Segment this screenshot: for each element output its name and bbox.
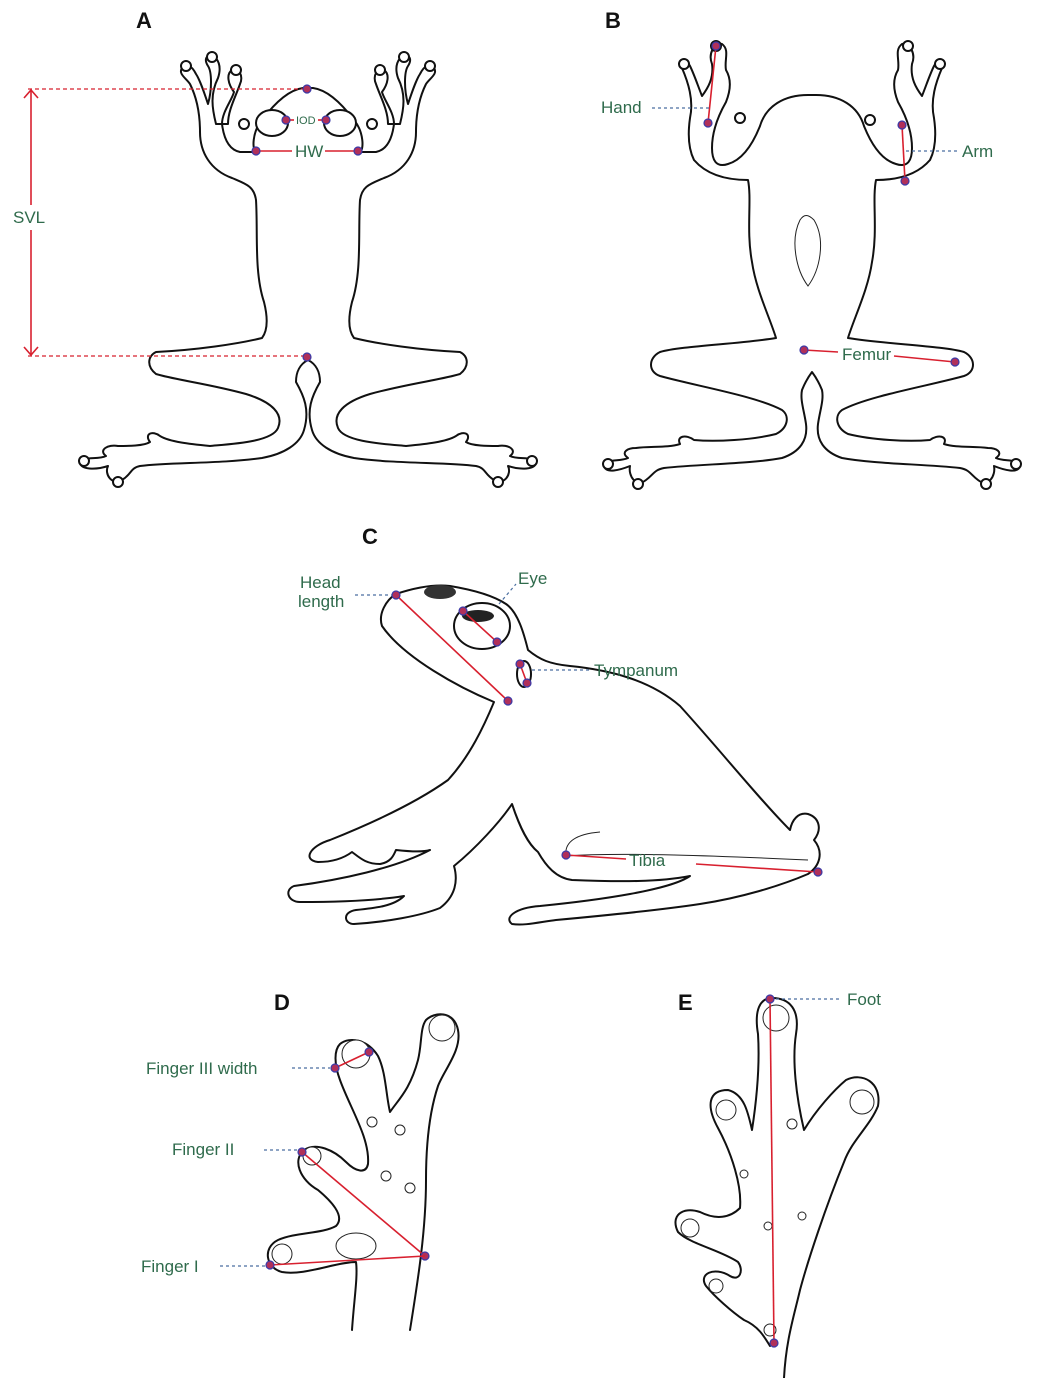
toe-pad-b6 (865, 115, 875, 125)
arm-label: Arm (962, 142, 993, 161)
foot-outline-e (675, 998, 878, 1378)
landmark-femur-start (800, 346, 808, 354)
panel-e-letter: E (678, 990, 693, 1015)
panel-b: B Hand Arm Femur (601, 8, 1021, 489)
hw-label: HW (295, 142, 323, 161)
toe-pad-a7 (375, 65, 385, 75)
landmark-foot-tip (766, 995, 774, 1003)
landmark-tibia-start (562, 851, 570, 859)
toe-pad-a6 (399, 52, 409, 62)
toe-pad-b10 (981, 479, 991, 489)
finger-iii-width-label: Finger III width (146, 1059, 258, 1078)
panel-c: C Head length Eye Tympanum Tibia (288, 524, 822, 925)
toe-pad-a5 (425, 61, 435, 71)
tubercle-e1 (787, 1119, 797, 1129)
landmark-arm-bottom (901, 177, 909, 185)
foot-label: Foot (847, 990, 881, 1009)
iod-label: IOD (296, 115, 316, 127)
tubercle-e3 (740, 1170, 748, 1178)
toe-pad-b8 (633, 479, 643, 489)
tubercle-e4 (764, 1222, 772, 1230)
landmark-foot-heel (770, 1339, 778, 1347)
toe-pad-a1 (181, 61, 191, 71)
tubercle-d3 (381, 1171, 391, 1181)
landmark-finger-ii-tip (298, 1148, 306, 1156)
toe-pad-a10 (113, 477, 123, 487)
tubercle-d1 (367, 1117, 377, 1127)
landmark-eye-back (493, 638, 501, 646)
toe-pad-b9 (1011, 459, 1021, 469)
panel-b-letter: B (605, 8, 621, 33)
panel-d-letter: D (274, 990, 290, 1015)
toe-pad-a4 (239, 119, 249, 129)
landmark-iod-right (322, 116, 330, 124)
finger-i-label: Finger I (141, 1257, 199, 1276)
femur-label: Femur (842, 345, 891, 364)
svl-label: SVL (13, 208, 45, 227)
landmark-hand-base (704, 119, 712, 127)
landmark-hw-right (354, 147, 362, 155)
landmark-head-jaw (504, 697, 512, 705)
toe-pad-a9 (79, 456, 89, 466)
palm-tubercle-d (336, 1233, 376, 1259)
head-length-label-line1: Head (300, 573, 341, 592)
toe-pad-a11 (527, 456, 537, 466)
landmark-iod-left (282, 116, 290, 124)
eye-label: Eye (518, 569, 547, 588)
tubercle-e2 (798, 1212, 806, 1220)
panel-a-letter: A (136, 8, 152, 33)
landmark-finger-iii-left (331, 1064, 339, 1072)
tibia-label: Tibia (629, 851, 666, 870)
toe-pad-a3 (231, 65, 241, 75)
tubercle-d2 (395, 1125, 405, 1135)
toe-pad-e3 (716, 1100, 736, 1120)
frog-lateral-outline-c (288, 585, 819, 924)
landmark-hw-left (252, 147, 260, 155)
landmark-vent-a (303, 353, 311, 361)
finger-pad-d4 (272, 1244, 292, 1264)
head-length-label-line2: length (298, 592, 344, 611)
tubercle-d4 (405, 1183, 415, 1193)
landmark-finger-iii-right (365, 1048, 373, 1056)
landmark-eye-front (459, 607, 467, 615)
toe-pad-b1 (679, 59, 689, 69)
toe-pad-a12 (493, 477, 503, 487)
toe-pad-b7 (603, 459, 613, 469)
landmark-finger-i-tip (266, 1261, 274, 1269)
landmark-arm-top (898, 121, 906, 129)
toe-pad-e2 (850, 1090, 874, 1114)
toe-pad-a8 (367, 119, 377, 129)
landmark-head-snout (392, 591, 400, 599)
toe-pad-b3 (735, 113, 745, 123)
panel-d: D Finger III width Finger II Finger I (141, 990, 459, 1330)
landmark-tibia-end (814, 868, 822, 876)
landmark-tympanum-top (516, 660, 524, 668)
toe-pad-a2 (207, 52, 217, 62)
toe-pad-e5 (709, 1279, 723, 1293)
landmark-femur-end (951, 358, 959, 366)
eye-other-c (424, 585, 456, 599)
landmark-tympanum-bottom (523, 679, 531, 687)
finger-ii-label: Finger II (172, 1140, 234, 1159)
toe-pad-e4 (681, 1219, 699, 1237)
landmark-snout-a (303, 85, 311, 93)
toe-pad-b4 (903, 41, 913, 51)
finger-pad-d2 (429, 1015, 455, 1041)
hand-label: Hand (601, 98, 642, 117)
panel-a: A SVL IOD (13, 8, 537, 487)
frog-ventral-outline-b (604, 44, 1020, 483)
tympanum-label: Tympanum (594, 661, 678, 680)
landmark-hand-top (712, 42, 720, 50)
panel-e: E Foot (675, 990, 881, 1378)
toe-pad-b5 (935, 59, 945, 69)
panel-c-letter: C (362, 524, 378, 549)
toe-pad-e1 (763, 1005, 789, 1031)
